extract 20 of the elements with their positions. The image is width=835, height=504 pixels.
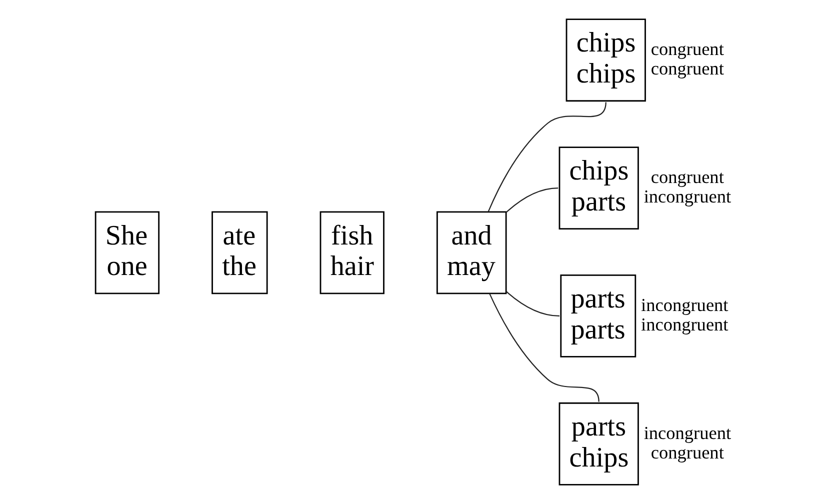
node-label: incongruent <box>641 314 728 335</box>
connector <box>506 187 558 213</box>
node-label: incongruent <box>641 294 728 315</box>
node-box: parts chips <box>558 402 639 486</box>
node-label: congruent <box>650 39 724 60</box>
node-label: congruent <box>650 166 724 187</box>
node-box: parts parts <box>560 274 636 358</box>
connector <box>506 290 560 317</box>
connector <box>488 102 606 212</box>
node-label: congruent <box>650 442 724 463</box>
node-box: chips parts <box>558 146 639 230</box>
node-box: chips chips <box>566 18 646 102</box>
node-box: and may <box>436 211 507 294</box>
connector <box>489 293 600 402</box>
node-label: incongruent <box>644 422 732 443</box>
node-label: congruent <box>650 58 724 79</box>
node-box: ate the <box>212 211 268 294</box>
node-label: incongruent <box>644 186 732 207</box>
node-box: fish hair <box>320 211 384 294</box>
node-box: She one <box>94 211 160 294</box>
